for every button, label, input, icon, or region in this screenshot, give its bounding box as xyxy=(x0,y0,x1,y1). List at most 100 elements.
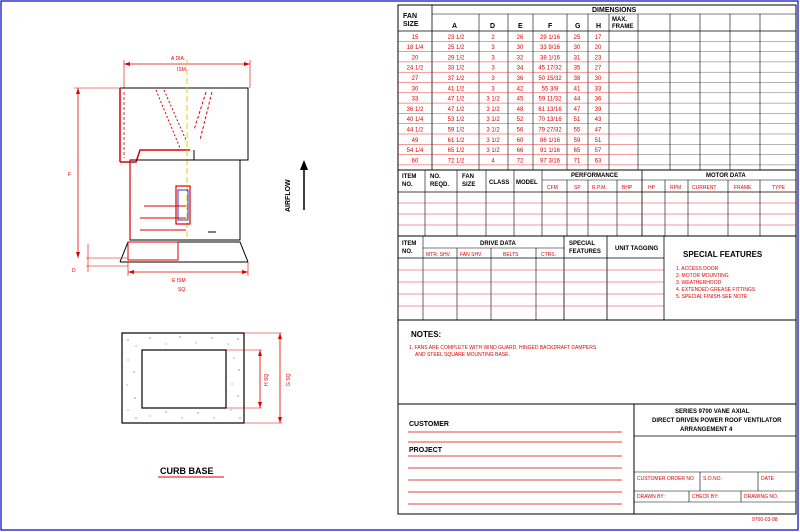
dimensions-cell: 63 xyxy=(595,158,602,164)
airflow-label: AIRFLOW xyxy=(285,179,292,212)
dimensions-cell: 25 1/2 xyxy=(448,45,465,51)
max-frame-header-2: FRAME xyxy=(612,24,633,30)
dimensions-cell: 30 xyxy=(574,45,581,51)
current-header: CURRENT xyxy=(692,185,716,191)
dimensions-cell: 43 xyxy=(595,117,602,123)
dimensions-cell: 30 xyxy=(412,86,419,92)
dimensions-cell: 51 xyxy=(595,138,602,144)
dimensions-cell: 18 1/4 xyxy=(407,45,424,51)
dimensions-cell: 27 xyxy=(412,76,419,82)
dimensions-cell: 55 xyxy=(574,128,581,134)
drive-table: ITEM NO. DRIVE DATA MTR. SHV. FAN SHV. B… xyxy=(398,236,796,321)
title-block: CUSTOMER PROJECT SERIES 9700 VANE AXIAL … xyxy=(408,404,796,523)
g-sq-label: G SQ xyxy=(286,373,292,386)
fan-shv-header: FAN SHV. xyxy=(460,252,482,258)
customer-order-no-label: CUSTOMER ORDER NO xyxy=(637,476,694,482)
series-title: SERIES 9700 VANE AXIAL xyxy=(675,409,750,415)
a-dia-label: A DIA. xyxy=(171,56,185,62)
dimensions-cell: 59 11/32 xyxy=(539,97,563,103)
dimensions-cell: 56 xyxy=(517,128,524,134)
dimensions-cell: 33 xyxy=(412,97,419,103)
drawing-no-label: DRAWING NO. xyxy=(744,494,778,500)
h-sq-label: H SQ xyxy=(264,374,270,386)
dimensions-cell: 45 17/32 xyxy=(538,66,562,72)
dimensions-cell: 24 1/2 xyxy=(407,66,424,72)
dimensions-cell: 41 xyxy=(574,86,581,92)
dimensions-cell: 47 xyxy=(595,128,602,134)
dimensions-cell: 32 xyxy=(517,55,524,61)
dimensions-cell: 3 xyxy=(491,66,495,72)
dimensions-cell: 55 3/8 xyxy=(542,86,559,92)
dimensions-cell: 33 1/2 xyxy=(448,66,465,72)
model-header: MODEL xyxy=(516,180,538,186)
a-ism-label: ISM. xyxy=(177,67,187,73)
notes-section: NOTES: 1. FANS ARE COMPLETE WITH WIND GU… xyxy=(398,330,796,405)
dimensions-cell: 48 xyxy=(517,107,524,113)
dimensions-cell: 3 xyxy=(491,86,495,92)
dimensions-cell: 57 xyxy=(595,148,602,154)
dimensions-cell: 45 xyxy=(517,97,524,103)
ctrs-header: CTRS. xyxy=(541,252,556,258)
fan-size-header-1: FAN xyxy=(403,13,417,20)
frame-header: FRAME xyxy=(734,185,752,191)
class-header: CLASS xyxy=(489,180,509,186)
notes-title: NOTES: xyxy=(411,330,441,339)
dimensions-cell: 37 1/2 xyxy=(448,76,465,82)
dimensions-cell: 61 13/16 xyxy=(538,107,562,113)
drive-data-header: DRIVE DATA xyxy=(480,241,516,247)
dimensions-cell: 17 xyxy=(595,35,602,41)
performance-table: ITEM NO. NO. REQD. FAN SIZE CLASS MODEL … xyxy=(398,170,796,237)
dimensions-cell: 3 xyxy=(491,45,495,51)
dimensions-cell: 36 xyxy=(595,97,602,103)
d-label: D xyxy=(72,268,76,274)
dimensions-cell: 3 1/2 xyxy=(486,148,500,154)
dimensions-cell: 23 1/2 xyxy=(448,35,465,41)
dimensions-cell: 47 xyxy=(574,107,581,113)
dimensions-cell: 2 xyxy=(491,35,495,41)
dimensions-cell: 70 13/16 xyxy=(538,117,562,123)
dimensions-cell: 3 1/2 xyxy=(486,128,500,134)
fan-elevation-drawing: A DIA. ISM. E ISM SQ. F D AIRFLOW xyxy=(68,56,308,293)
dimensions-cell: 29 1/2 xyxy=(448,55,465,61)
col-a-header: A xyxy=(452,23,457,30)
item-no-header-2: NO. xyxy=(402,182,413,188)
dimensions-cell: 79 27/32 xyxy=(538,128,562,134)
dimensions-cell: 38 xyxy=(574,76,581,82)
col-e-header: E xyxy=(518,23,523,30)
dimensions-cell: 33 9/16 xyxy=(540,45,561,51)
special-feature-4: 4. EXTENDED GREASE FITTINGS xyxy=(676,287,756,293)
note-line-2: AND STEEL SQUARE MOUNTING BASE. xyxy=(415,352,510,358)
dimensions-cell: 41 1/2 xyxy=(448,86,465,92)
fan-size-perf-header-2: SIZE xyxy=(462,182,475,188)
no-reqd-header-1: NO. xyxy=(430,174,441,180)
no-reqd-header-2: REQD. xyxy=(430,182,449,188)
dimensions-cell: 34 xyxy=(517,66,524,72)
dimensions-cell: 59 1/2 xyxy=(448,128,465,134)
rpm-header: R.P.M. xyxy=(592,185,607,191)
dimensions-cell: 33 xyxy=(595,86,602,92)
dimensions-cell: 3 1/2 xyxy=(486,107,500,113)
dimensions-cell: 36 xyxy=(517,76,524,82)
dimensions-cell: 44 1/2 xyxy=(407,128,424,134)
dimensions-cell: 15 xyxy=(412,35,419,41)
f-label: F xyxy=(68,172,71,178)
dimensions-cell: 27 xyxy=(595,66,602,72)
note-line-1: 1. FANS ARE COMPLETE WITH WIND GUARD, HI… xyxy=(409,345,597,351)
dimensions-cell: 97 3/16 xyxy=(540,158,561,164)
dimensions-cell: 61 1/2 xyxy=(448,138,465,144)
drive-item-no-header-1: ITEM xyxy=(402,241,416,247)
dimensions-cell: 40 1/4 xyxy=(407,117,424,123)
dimensions-cell: 44 xyxy=(574,97,581,103)
dimensions-table: FAN SIZE DIMENSIONS A D E F G H MAX. FRA… xyxy=(398,5,796,171)
dimensions-cell: 50 15/32 xyxy=(538,76,562,82)
performance-header: PERFORMANCE xyxy=(571,173,618,179)
curb-base-plan: H SQ G SQ CURB BASE xyxy=(121,332,292,478)
dimensions-cell: 60 xyxy=(517,138,524,144)
dimensions-cell: 29 1/16 xyxy=(540,35,561,41)
dimensions-cell: 47 1/2 xyxy=(448,97,465,103)
special-features-title: SPECIAL FEATURES xyxy=(683,250,763,259)
dimensions-cell: 53 1/2 xyxy=(448,117,465,123)
